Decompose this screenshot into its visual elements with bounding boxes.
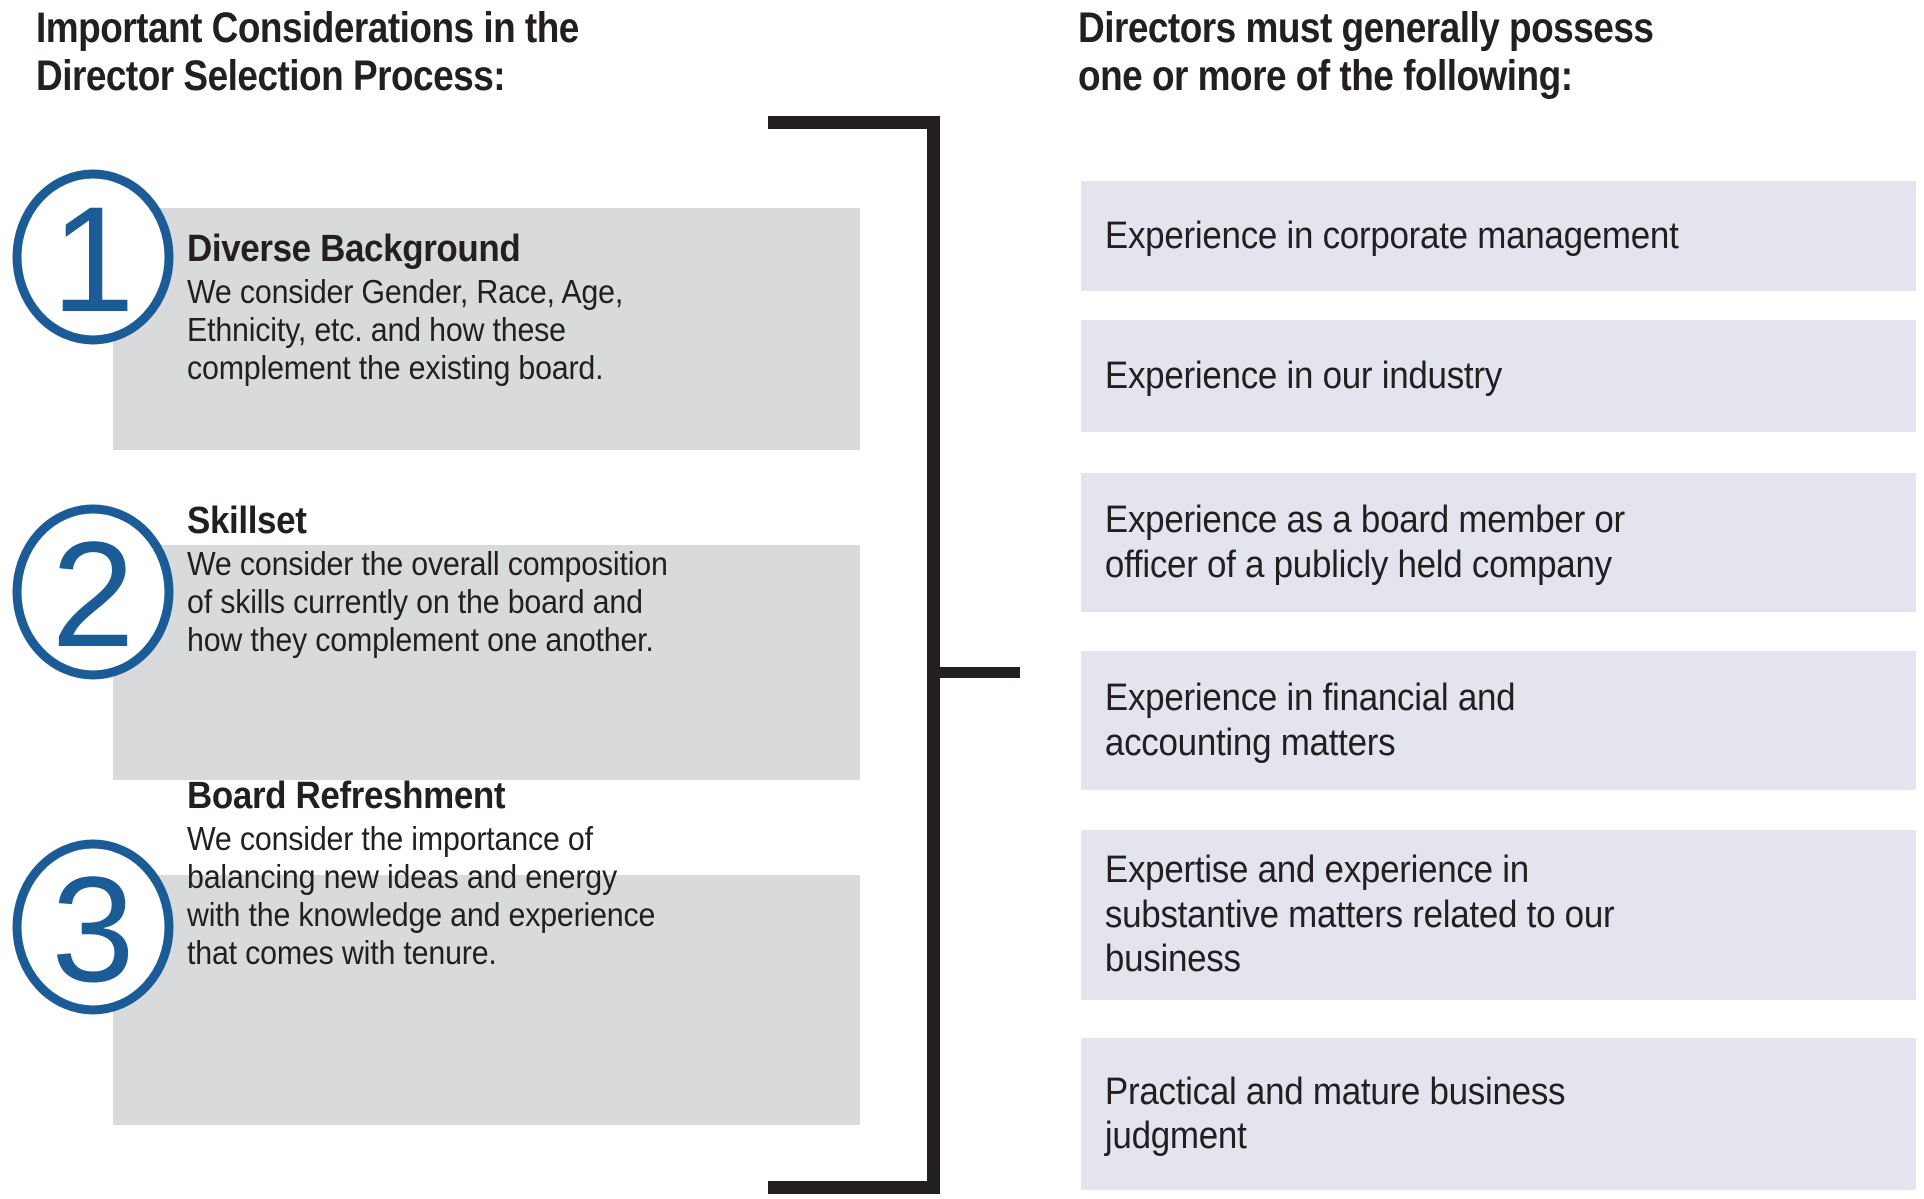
consideration-title-2: Skillset: [187, 500, 307, 542]
consideration-box-2: [113, 545, 860, 780]
number-label-1: 1: [51, 175, 134, 343]
consideration-text-3: Board Refreshment We consider the import…: [187, 775, 914, 973]
consideration-box-1: [113, 208, 860, 450]
consideration-description-1: We consider Gender, Race, Age, Ethnicity…: [187, 272, 624, 387]
left-column-heading: Important Considerations in the Director…: [36, 4, 579, 101]
consideration-title-1: Diverse Background: [187, 228, 521, 270]
qualification-text-1: Experience in corporate management: [1104, 214, 1679, 257]
number-circle-3: 3: [10, 838, 176, 1016]
number-circle-2: 2: [10, 503, 176, 681]
consideration-title-3: Board Refreshment: [187, 775, 506, 817]
consideration-description-2: We consider the overall composition of s…: [187, 544, 668, 659]
qualification-text-3: Experience as a board member or officer …: [1104, 499, 1625, 586]
qualification-box-1: Experience in corporate management: [1081, 181, 1916, 291]
qualification-box-5: Expertise and experience in substantive …: [1081, 830, 1916, 1000]
consideration-description-3: We consider the importance of balancing …: [187, 819, 656, 972]
qualification-box-6: Practical and mature business judgment: [1081, 1038, 1916, 1190]
right-column-heading: Directors must generally possess one or …: [1078, 4, 1654, 101]
bracket-connector: [760, 110, 1040, 1199]
consideration-text-2: Skillset We consider the overall composi…: [187, 500, 914, 659]
qualification-text-5: Expertise and experience in substantive …: [1104, 849, 1615, 981]
number-circle-1: 1: [10, 168, 176, 346]
qualification-text-4: Experience in financial and accounting m…: [1104, 677, 1516, 764]
number-label-3: 3: [51, 845, 134, 1013]
consideration-text-1: Diverse Background We consider Gender, R…: [187, 228, 886, 387]
qualification-box-3: Experience as a board member or officer …: [1081, 473, 1916, 612]
consideration-box-3: [113, 875, 860, 1125]
qualification-box-4: Experience in financial and accounting m…: [1081, 651, 1916, 790]
qualification-text-2: Experience in our industry: [1104, 354, 1502, 397]
qualification-box-2: Experience in our industry: [1081, 320, 1916, 432]
number-label-2: 2: [51, 510, 134, 678]
qualification-text-6: Practical and mature business judgment: [1104, 1070, 1566, 1157]
